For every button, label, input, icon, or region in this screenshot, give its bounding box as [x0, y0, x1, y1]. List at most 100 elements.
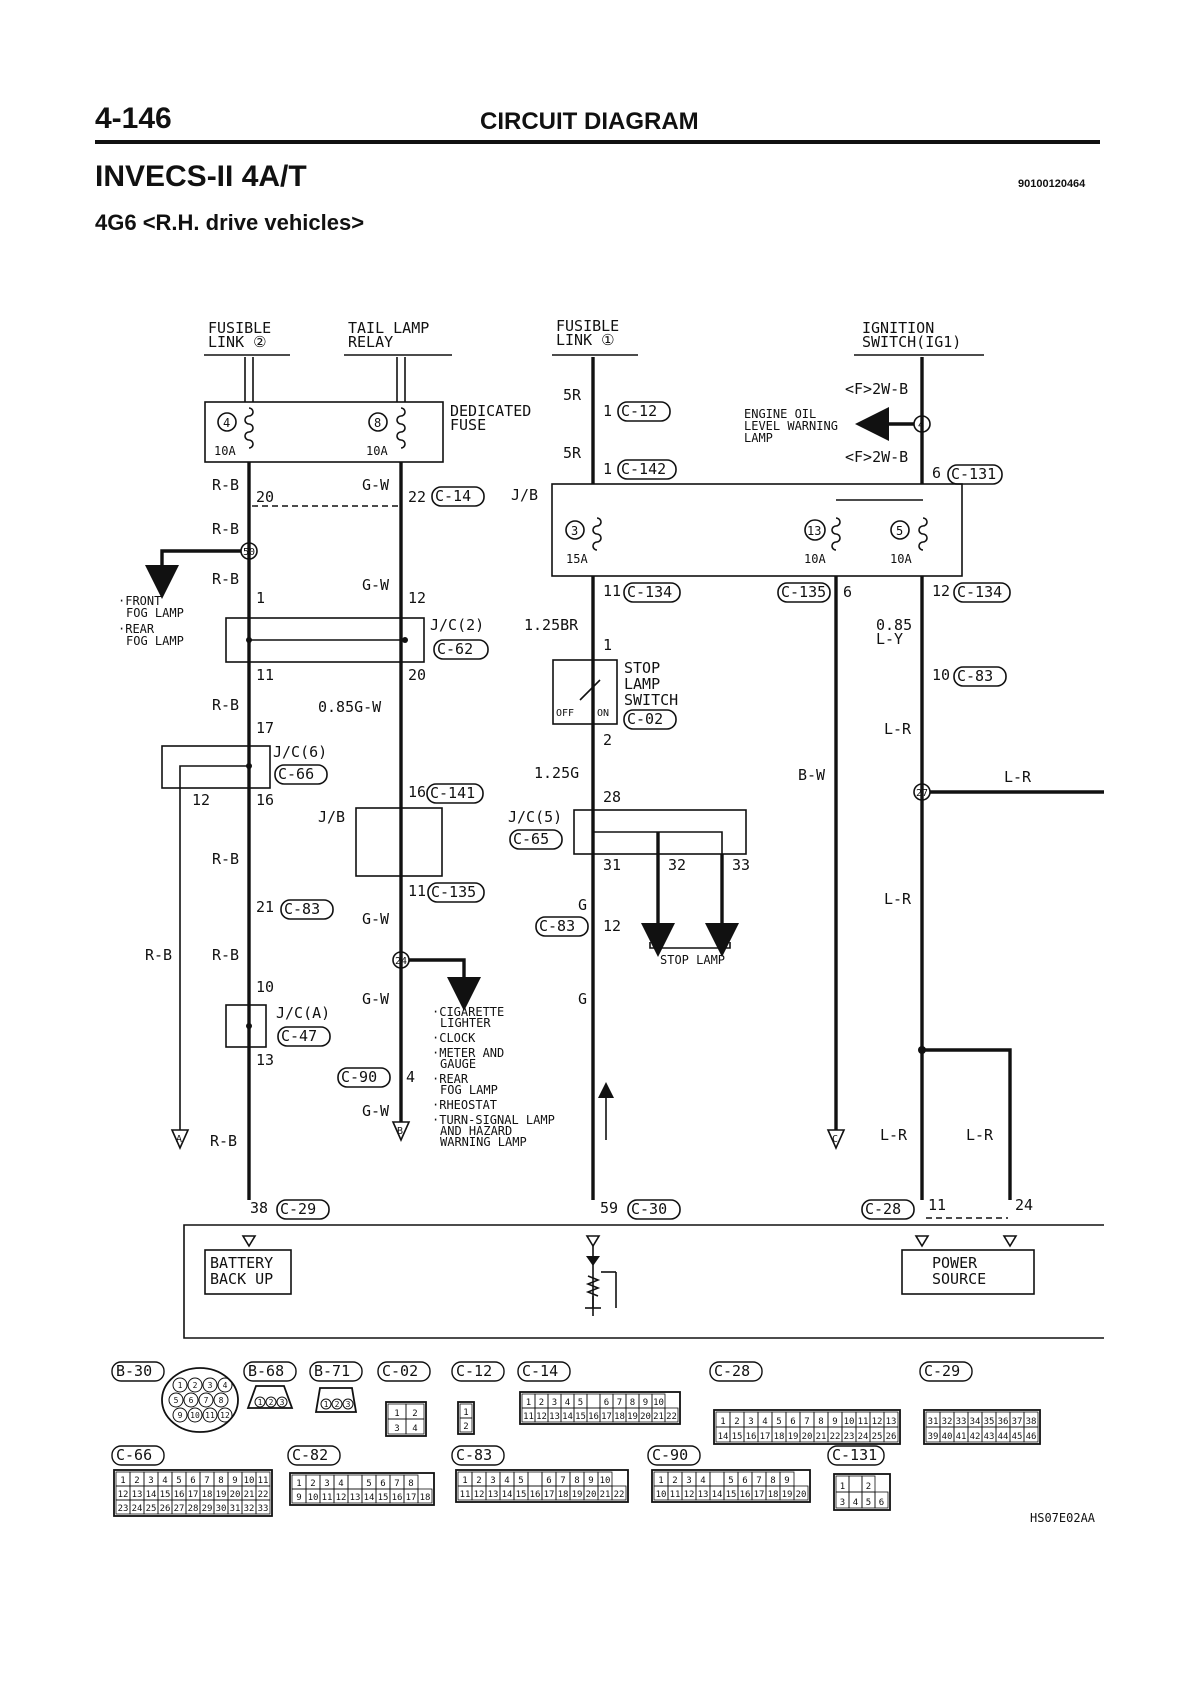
svg-text:22: 22 [408, 488, 426, 506]
section-title: CIRCUIT DIAGRAM [480, 108, 699, 135]
c62-connector: C-62 [437, 640, 473, 658]
b30-pin: 7 [204, 1396, 209, 1405]
c28-pin: 3 [748, 1417, 753, 1427]
svg-text:L-R: L-R [880, 1126, 908, 1144]
c82-pin: 1 [296, 1479, 301, 1489]
c131-label: C-131 [832, 1446, 877, 1464]
svg-text:16: 16 [408, 783, 426, 801]
c82-pin: 2 [310, 1479, 315, 1489]
c83-pin: 14 [502, 1490, 513, 1500]
svg-text:6: 6 [932, 464, 941, 482]
c02-connector: C-02 [627, 710, 663, 728]
svg-text:13: 13 [256, 1051, 274, 1069]
c14-pin: 15 [575, 1412, 586, 1422]
c66-pin: 7 [204, 1476, 209, 1486]
svg-text:SOURCE: SOURCE [932, 1270, 986, 1288]
c82-pin: 6 [380, 1479, 385, 1489]
c28-connector: C-28 [865, 1200, 901, 1218]
svg-text:B: B [397, 1126, 403, 1137]
c14-pin: 10 [653, 1398, 664, 1408]
c90-pin: 6 [742, 1476, 747, 1486]
c28-label: C-28 [714, 1362, 750, 1380]
c90-pin: 7 [756, 1476, 761, 1486]
svg-text:11: 11 [603, 582, 621, 600]
c28-pin: 14 [718, 1432, 729, 1442]
c29-pin: 38 [1026, 1417, 1037, 1427]
svg-text:LIGHTER: LIGHTER [440, 1016, 491, 1030]
stop-lamp-switch [552, 659, 618, 725]
c28-pin: 15 [732, 1432, 743, 1442]
svg-text:IGNITION: IGNITION [862, 319, 934, 337]
c29-pin: 31 [928, 1417, 939, 1427]
svg-text:50: 50 [243, 547, 255, 558]
c82-pin: 7 [394, 1479, 399, 1489]
figure-code: HS07E02AA [1030, 1511, 1096, 1525]
dedicated-fuse-box: 4 8 10A 10A DEDICATED FUSE [204, 357, 531, 463]
fog-lamp-list: ·FRONT FOG LAMP ·REAR FOG LAMP [118, 594, 184, 648]
svg-text:R-B: R-B [212, 476, 239, 494]
c135-connector-right: C-135 [781, 583, 826, 601]
c66-pin: 15 [160, 1490, 171, 1500]
c131-pin: 4 [853, 1498, 858, 1508]
svg-text:A: A [176, 1134, 182, 1145]
svg-text:32: 32 [668, 856, 686, 874]
c29-pin: 39 [928, 1432, 939, 1442]
svg-text:59: 59 [600, 1199, 618, 1217]
c28-pin: 13 [886, 1417, 897, 1427]
jb-top-box [551, 483, 963, 577]
c66-pin: 12 [118, 1490, 129, 1500]
c66-pin: 10 [244, 1476, 255, 1486]
c82-pin: 8 [408, 1479, 413, 1489]
svg-text:R-B: R-B [212, 850, 239, 868]
c131-pin: 6 [879, 1498, 884, 1508]
c83-pin: 8 [574, 1476, 579, 1486]
c83-connector-mid: C-83 [539, 917, 575, 935]
c135-connector-mid: C-135 [431, 883, 476, 901]
c90-pin: 3 [686, 1476, 691, 1486]
c66-pin: 5 [176, 1476, 181, 1486]
svg-text:LINK ①: LINK ① [556, 331, 615, 349]
c90-pin: 19 [782, 1490, 793, 1500]
svg-text:1.25BR: 1.25BR [524, 616, 579, 634]
svg-text:12: 12 [932, 582, 950, 600]
c66-pin: 26 [160, 1504, 171, 1514]
c29-pin: 41 [956, 1432, 967, 1442]
fuse-4-number: 4 [223, 416, 230, 430]
svg-text:AND HAZARD: AND HAZARD [440, 1124, 512, 1138]
svg-text:24: 24 [1015, 1196, 1033, 1214]
svg-text:DEDICATED: DEDICATED [450, 402, 531, 420]
b68-pin: 1 [258, 1398, 263, 1407]
c83-connector-left: C-83 [284, 900, 320, 918]
c83-pin: 16 [530, 1490, 541, 1500]
c66-connector: C-66 [278, 765, 314, 783]
c82-pin: 13 [350, 1493, 361, 1503]
svg-text:R-B: R-B [210, 1132, 237, 1150]
svg-text:·CLOCK: ·CLOCK [432, 1031, 476, 1045]
jb-middle-box [355, 807, 443, 877]
c02-pin: 3 [394, 1424, 399, 1434]
c28-pin: 2 [734, 1417, 739, 1427]
c28-pin: 10 [844, 1417, 855, 1427]
c90-pin: 14 [712, 1490, 723, 1500]
svg-text:C: C [832, 1134, 838, 1145]
svg-text:B-W: B-W [798, 766, 826, 784]
power-source-label: POWER [932, 1254, 978, 1272]
c29-pin: 44 [998, 1432, 1009, 1442]
b30-pin: 6 [189, 1396, 194, 1405]
svg-text:5R: 5R [563, 444, 582, 462]
c28-pin: 1 [720, 1417, 725, 1427]
svg-text:16: 16 [256, 791, 274, 809]
b71-pin: 3 [346, 1400, 351, 1409]
svg-text:SWITCH: SWITCH [624, 691, 678, 709]
svg-text:12: 12 [603, 917, 621, 935]
c02-label: C-02 [382, 1362, 418, 1380]
c14-pin: 20 [640, 1412, 651, 1422]
c83-pin: 11 [460, 1490, 471, 1500]
page-number: 4-146 [95, 102, 172, 135]
svg-text:·REAR: ·REAR [432, 1072, 469, 1086]
svg-text:FOG LAMP: FOG LAMP [126, 606, 184, 620]
svg-text:11: 11 [408, 882, 426, 900]
c28-pin: 19 [788, 1432, 799, 1442]
c14-pin: 6 [604, 1398, 609, 1408]
